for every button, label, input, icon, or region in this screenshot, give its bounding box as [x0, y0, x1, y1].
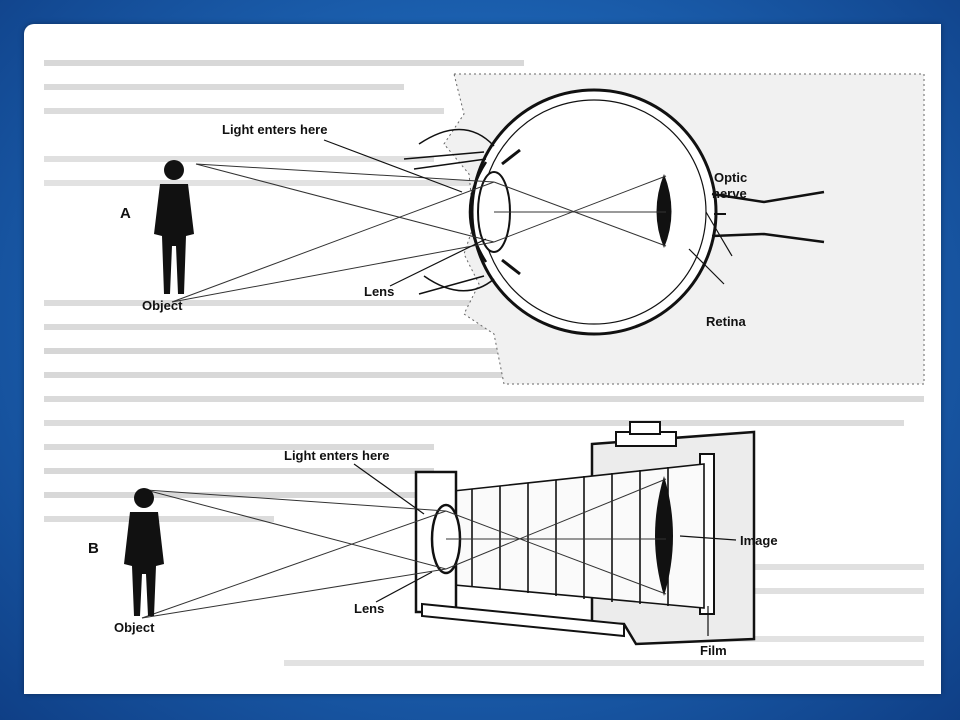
eye-light-rays	[171, 163, 667, 303]
eye-camera-diagram: Light enters here A Object Lens Optic ne…	[44, 60, 925, 666]
retina-image	[656, 174, 672, 248]
camera-image-label: Image	[740, 533, 778, 548]
camera-light-rays	[141, 478, 667, 619]
camera-film-label: Film	[700, 643, 727, 658]
eye-retina-label: Retina	[706, 314, 747, 329]
eye-figure	[171, 73, 925, 385]
camera-image	[655, 476, 673, 596]
upper-eyelid	[403, 128, 495, 170]
camera-object-label: Object	[114, 620, 155, 635]
optic-label-line1: Optic	[714, 170, 747, 185]
camera-bellows	[443, 463, 705, 609]
optic-nerve	[711, 190, 825, 244]
object-a-silhouette	[154, 160, 194, 294]
eye-lens-label: Lens	[364, 284, 394, 299]
camera-light-enters-label: Light enters here	[284, 448, 389, 463]
camera-figure	[141, 421, 756, 646]
camera-lens-label: Lens	[354, 601, 384, 616]
figure-a-letter: A	[120, 205, 131, 222]
optic-label-line2: nerve	[712, 186, 747, 201]
eye-light-enters-label: Light enters here	[222, 122, 327, 137]
slide-panel: Light enters here A Object Lens Optic ne…	[24, 24, 941, 694]
cornea	[468, 161, 488, 263]
camera-base	[421, 602, 625, 638]
figure-b-letter: B	[88, 540, 99, 557]
object-b-silhouette	[124, 488, 164, 616]
eye-object-label: Object	[142, 298, 183, 313]
lower-eyelid	[418, 275, 495, 295]
